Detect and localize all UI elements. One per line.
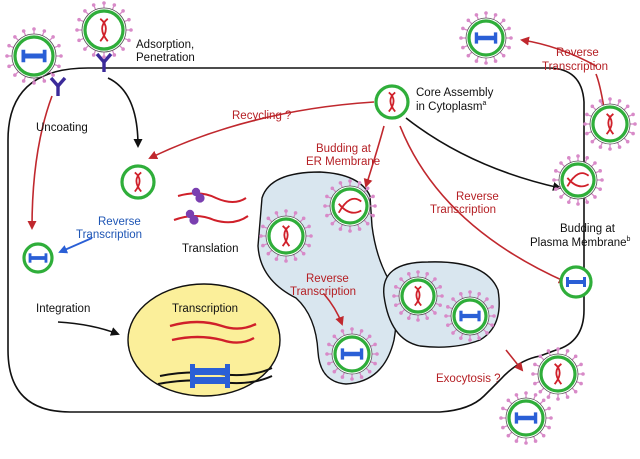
core-assembly-capsid bbox=[374, 84, 410, 120]
arrow-core-to-plasma-budding-1 bbox=[405, 117, 562, 191]
label-reverse-transcription-right: Reverse bbox=[456, 191, 499, 203]
label-recycling: Recycling ? bbox=[232, 110, 291, 122]
uncoated-capsid bbox=[120, 164, 156, 200]
label-budding-pm-sup: b bbox=[627, 236, 631, 243]
virion-entering-top bbox=[75, 1, 133, 59]
budded-virion-membrane bbox=[559, 265, 593, 299]
label-plasma-membrane: Plasma Membrane bbox=[530, 237, 627, 249]
label-translation: Translation bbox=[182, 243, 238, 255]
vesicle-virion-dna bbox=[444, 290, 496, 342]
label-penetration: Penetration bbox=[136, 52, 195, 64]
labels: Adsorption, Penetration Uncoating Core A… bbox=[36, 39, 631, 385]
er-virion-dna bbox=[325, 327, 379, 381]
extracellular-virion-right bbox=[583, 97, 637, 151]
translation-mrna-2 bbox=[173, 209, 249, 225]
arrow-core-to-plasma-budding-2 bbox=[399, 125, 568, 284]
arrow-core-to-er-budding bbox=[363, 125, 385, 188]
label-uncoating: Uncoating bbox=[36, 122, 88, 134]
arrow-extracellular-reverse-transcription bbox=[520, 36, 597, 67]
label-core-assembly: Core Assembly bbox=[416, 87, 494, 99]
arrow-exocytosis bbox=[505, 349, 524, 372]
label-exocytosis: Exocytosis ? bbox=[436, 373, 501, 385]
arrow-receptor-to-integration bbox=[27, 95, 53, 230]
label-reverse-transcription-top-2: Transcription bbox=[542, 61, 608, 73]
label-reverse-transcription-blue: Reverse bbox=[98, 216, 141, 228]
arrows-black bbox=[57, 77, 562, 336]
label-reverse-transcription-blue-2: Transcription bbox=[76, 229, 142, 241]
label-budding-er: Budding at bbox=[316, 143, 372, 155]
label-core-assembly-2: in Cytoplasm bbox=[416, 101, 482, 113]
svg-text:in Cytoplasma: in Cytoplasma bbox=[416, 100, 486, 113]
arrow-reverse-transcription-blue bbox=[58, 237, 93, 254]
exocytosed-virion-1 bbox=[531, 347, 585, 401]
arrow-integration-to-nucleus bbox=[57, 321, 120, 336]
exocytosed-virion-2 bbox=[499, 391, 553, 445]
label-transcription: Transcription bbox=[172, 303, 238, 315]
label-reverse-transcription-center: Reverse bbox=[306, 273, 349, 285]
receptor-2 bbox=[95, 52, 113, 72]
arrows-red bbox=[27, 36, 605, 372]
label-er-membrane: ER Membrane bbox=[306, 156, 380, 168]
er-virion-rna bbox=[259, 209, 313, 263]
arrow-entry-to-uncoating bbox=[107, 77, 143, 148]
label-reverse-transcription-center-2: Transcription bbox=[290, 286, 356, 298]
translation-mrna-1 bbox=[177, 187, 247, 203]
budding-virion-right bbox=[552, 154, 604, 206]
nuclear-rna-strand-1 bbox=[169, 320, 257, 330]
nucleus bbox=[127, 283, 281, 397]
er-budding-virion bbox=[323, 179, 377, 233]
virion-entering-left bbox=[5, 27, 63, 85]
nuclear-rna-strand-2 bbox=[171, 335, 255, 344]
label-core-assembly-sup: a bbox=[482, 100, 486, 107]
integrated-provirus bbox=[190, 364, 230, 388]
label-reverse-transcription-top: Reverse bbox=[556, 47, 599, 59]
label-adsorption: Adsorption, bbox=[136, 39, 194, 51]
preintegration-complex bbox=[22, 242, 54, 274]
arrow-er-reverse-transcription bbox=[323, 293, 344, 326]
label-budding-pm: Budding at bbox=[560, 223, 616, 235]
label-reverse-transcription-right-2: Transcription bbox=[430, 204, 496, 216]
arrow-budded-to-extracellular bbox=[595, 73, 605, 109]
cell-membrane bbox=[7, 67, 585, 413]
extracellular-virion-top bbox=[459, 11, 513, 65]
receptor-1 bbox=[49, 76, 67, 96]
label-integration: Integration bbox=[36, 303, 90, 315]
vesicle-virion-rna bbox=[392, 270, 444, 322]
svg-text:Plasma Membraneb: Plasma Membraneb bbox=[530, 236, 631, 249]
arrow-recycling bbox=[148, 101, 375, 160]
